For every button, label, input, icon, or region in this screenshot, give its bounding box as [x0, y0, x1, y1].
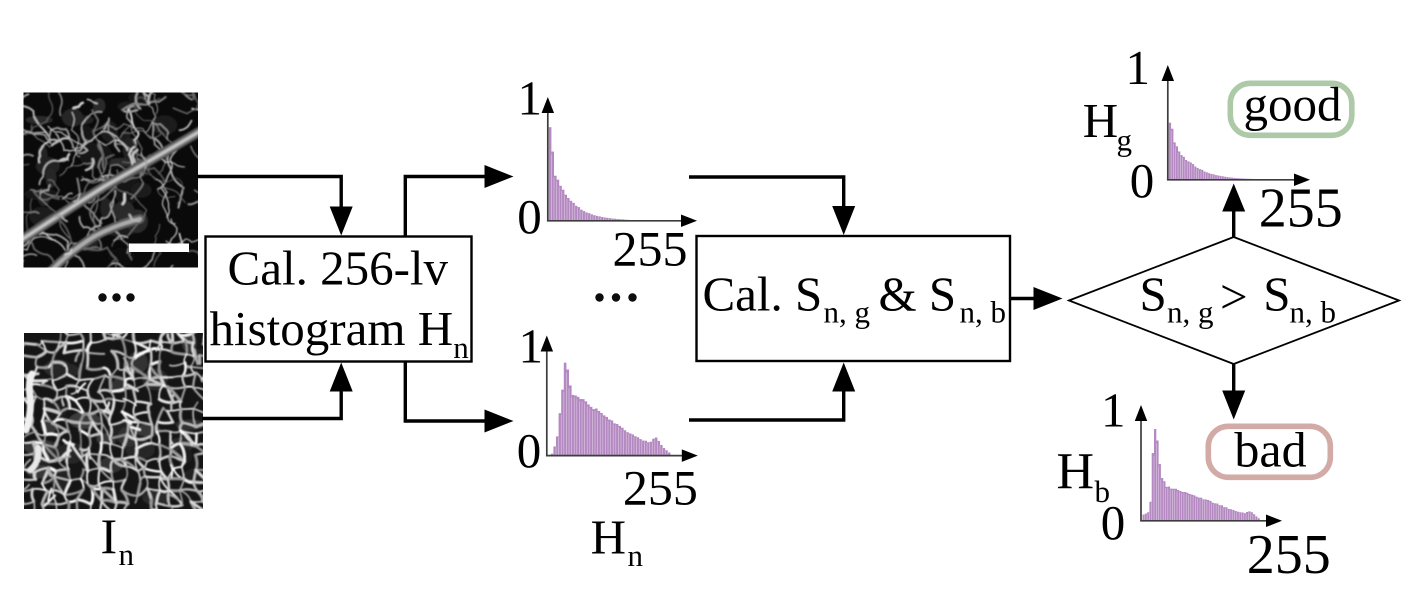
svg-text:n: n: [628, 538, 644, 573]
svg-text:Cal. 256-lv: Cal. 256-lv: [228, 241, 449, 296]
svg-text:0: 0: [517, 189, 542, 244]
svg-text:n, g: n, g: [824, 295, 871, 330]
svg-text:Cal. S: Cal. S: [703, 267, 823, 322]
svg-text:1: 1: [1126, 40, 1151, 95]
svg-text:b: b: [1095, 474, 1111, 509]
svg-text:bad: bad: [1234, 422, 1306, 478]
svg-text:255: 255: [613, 221, 688, 277]
svg-text:n, g: n, g: [1167, 295, 1214, 330]
svg-text:>: >: [1220, 269, 1248, 324]
svg-text:1: 1: [518, 71, 543, 126]
svg-text:n, b: n, b: [960, 295, 1007, 330]
svg-text:good: good: [1244, 77, 1342, 132]
svg-text:H: H: [1083, 93, 1118, 148]
svg-text:0: 0: [1130, 153, 1155, 208]
svg-text:& S: & S: [879, 267, 957, 322]
svg-text:255: 255: [1259, 178, 1343, 240]
svg-text:0: 0: [517, 423, 542, 478]
svg-text:1: 1: [519, 319, 544, 374]
svg-text:H: H: [591, 510, 626, 565]
svg-text:n: n: [119, 537, 135, 572]
svg-text:I: I: [101, 508, 118, 564]
svg-text:0: 0: [1101, 495, 1126, 550]
svg-text:g: g: [1117, 123, 1133, 158]
svg-text:255: 255: [1247, 524, 1331, 586]
svg-text:n: n: [453, 330, 469, 365]
svg-text:S: S: [1140, 267, 1167, 322]
svg-text:histogram H: histogram H: [210, 301, 454, 356]
svg-text:1: 1: [1101, 383, 1126, 438]
svg-text:H: H: [1057, 444, 1095, 501]
svg-text:255: 255: [623, 460, 698, 516]
svg-text:n, b: n, b: [1290, 295, 1337, 330]
svg-text:S: S: [1263, 267, 1290, 322]
